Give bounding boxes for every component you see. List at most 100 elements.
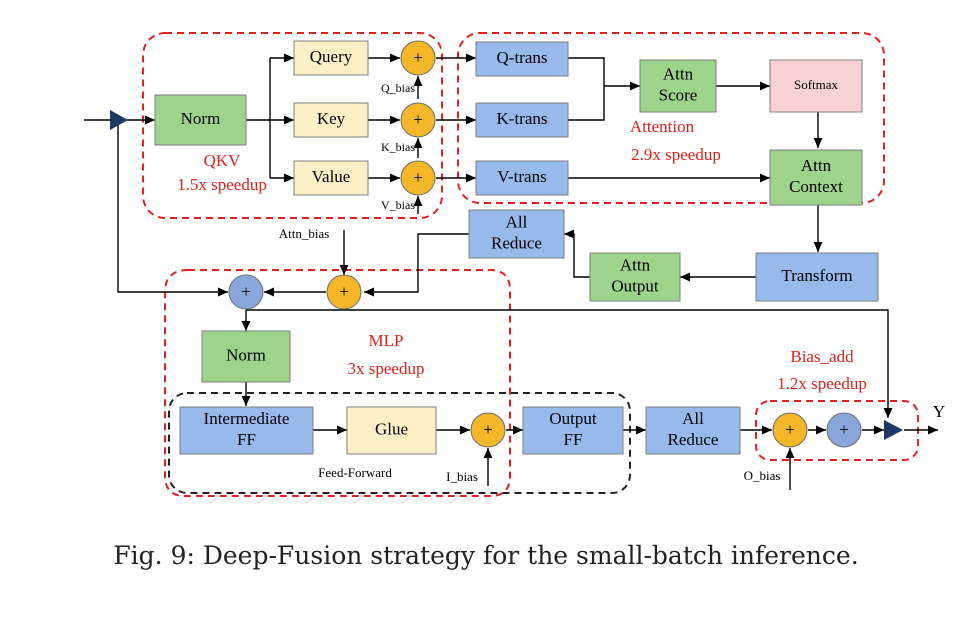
- k-trans-block-label: K-trans: [497, 109, 548, 128]
- k-trans-block: K-trans: [475, 102, 569, 138]
- output-ff-block-shape: [522, 406, 624, 455]
- attn-bias-adder: +: [326, 274, 362, 310]
- i-bias-label: I_bias: [446, 469, 478, 484]
- intermediate-ff-block-shape: [179, 406, 314, 455]
- i-bias-adder: +: [470, 412, 506, 448]
- norm-block-top: Norm: [154, 94, 247, 146]
- transform-block: Transform: [755, 252, 879, 302]
- feed-forward-group: [168, 392, 631, 494]
- o-bias-adder-circle: [772, 412, 808, 448]
- softmax-block-shape: [769, 59, 863, 113]
- connector-15: [568, 57, 605, 121]
- output-triangle: [884, 420, 903, 440]
- query-block-label: Query: [310, 47, 353, 66]
- connector-22: [564, 229, 590, 278]
- q-trans-block: Q-trans: [475, 41, 569, 77]
- residual-plus-bottom: +: [826, 412, 862, 448]
- o-bias-adder-symbol: +: [785, 420, 795, 439]
- qkv-group: [142, 32, 443, 219]
- qkv-title: QKV: [204, 151, 242, 170]
- q-bias-adder-circle: [400, 40, 436, 76]
- attn-output-block-label: Output: [611, 276, 659, 295]
- key-block: Key: [293, 102, 369, 138]
- query-block-shape: [293, 40, 369, 76]
- mlp-speedup: 3x speedup: [348, 359, 425, 378]
- o-bias-adder: +: [772, 412, 808, 448]
- norm-block-mid-label: Norm: [226, 345, 266, 364]
- qkv-speedup: 1.5x speedup: [177, 175, 267, 194]
- v-trans-block-label: V-trans: [497, 167, 546, 186]
- value-block-shape: [293, 160, 369, 196]
- v-trans-block: V-trans: [475, 160, 569, 196]
- residual-plus-top-symbol: +: [241, 282, 251, 301]
- transform-block-label: Transform: [781, 266, 852, 285]
- q-bias-adder-symbol: +: [413, 48, 423, 67]
- connector-28: [246, 309, 893, 418]
- connector-26: [117, 120, 228, 297]
- glue-block: Glue: [346, 406, 437, 455]
- q-bias-adder: +: [400, 40, 436, 76]
- k-trans-block-shape: [475, 102, 569, 138]
- i-bias-adder-symbol: +: [483, 420, 493, 439]
- o-bias-label: O_bias: [744, 468, 781, 483]
- k-bias-adder-symbol: +: [413, 110, 423, 129]
- all-reduce-block-bottom-label: Reduce: [668, 430, 719, 449]
- feed-forward-label: Feed-Forward: [318, 465, 392, 480]
- output-y-label: Y: [933, 402, 945, 421]
- v-bias-adder-symbol: +: [413, 168, 423, 187]
- mlp-group: [164, 269, 511, 497]
- all-reduce-block-top-shape: [468, 209, 565, 259]
- residual-plus-bottom-circle: [826, 412, 862, 448]
- q-trans-block-shape: [475, 41, 569, 77]
- query-block: Query: [293, 40, 369, 76]
- k-bias-adder-circle: [400, 102, 436, 138]
- all-reduce-block-top-label: Reduce: [491, 233, 542, 252]
- attention-title: Attention: [630, 117, 695, 136]
- attn-output-block-shape: [589, 252, 681, 302]
- residual-plus-top-circle: [228, 274, 264, 310]
- v-trans-block-shape: [475, 160, 569, 196]
- q-bias-label: Q_bias: [381, 81, 415, 95]
- k-bias-adder: +: [400, 102, 436, 138]
- glue-block-shape: [346, 406, 437, 455]
- attn-output-block-label: Attn: [620, 255, 651, 274]
- attn-score-block-shape: [639, 59, 717, 113]
- key-block-label: Key: [317, 109, 346, 128]
- softmax-block: Softmax: [769, 59, 863, 113]
- norm-block-mid-shape: [201, 330, 291, 383]
- attn-bias-adder-symbol: +: [339, 282, 349, 301]
- softmax-block-label: Softmax: [794, 77, 839, 92]
- bias-add-title: Bias_add: [790, 347, 854, 366]
- norm-block-top-label: Norm: [181, 109, 221, 128]
- norm-block-top-shape: [154, 94, 247, 146]
- all-reduce-block-top-label: All: [506, 212, 528, 231]
- residual-plus-bottom-symbol: +: [839, 420, 849, 439]
- all-reduce-block-bottom-shape: [645, 406, 741, 455]
- attn-context-block-label: Attn: [801, 156, 832, 175]
- value-block-label: Value: [312, 167, 351, 186]
- attention-speedup: 2.9x speedup: [631, 145, 721, 164]
- residual-plus-top: +: [228, 274, 264, 310]
- value-block: Value: [293, 160, 369, 196]
- glue-block-label: Glue: [375, 419, 408, 438]
- q-trans-block-label: Q-trans: [497, 48, 548, 67]
- intermediate-ff-block-label: FF: [237, 430, 256, 449]
- figure-caption: Fig. 9: Deep-Fusion strategy for the sma…: [113, 541, 859, 570]
- attn-bias-adder-circle: [326, 274, 362, 310]
- attention-group: [457, 32, 885, 204]
- output-ff-block-label: Output: [549, 409, 597, 428]
- attn-context-block-label: Context: [789, 177, 843, 196]
- i-bias-adder-circle: [470, 412, 506, 448]
- intermediate-ff-block-label: Intermediate: [204, 409, 290, 428]
- v-bias-label: V_bias: [381, 198, 415, 212]
- key-block-shape: [293, 102, 369, 138]
- attn-context-block-shape: [769, 149, 863, 206]
